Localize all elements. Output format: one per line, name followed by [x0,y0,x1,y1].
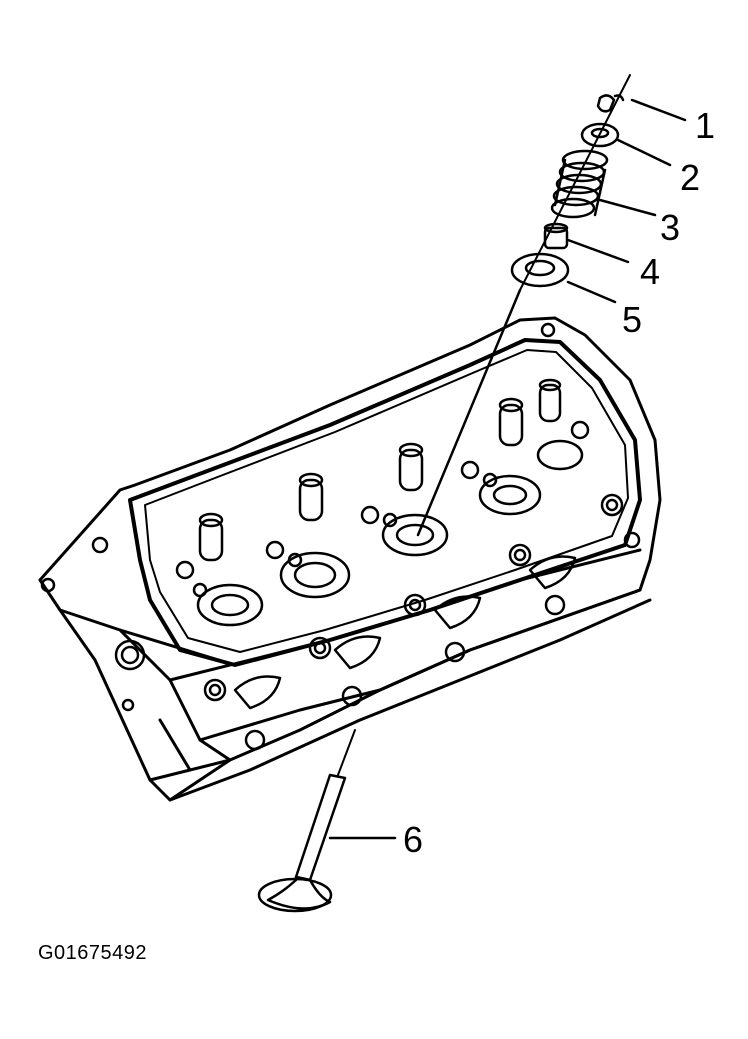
callout-3: 3 [660,207,680,248]
intake-ports [233,555,577,710]
valve-seats [196,439,584,627]
valve-spring [550,149,609,219]
valve [257,729,356,913]
rocker-bosses [175,378,590,598]
leader-lines [328,98,687,840]
valve-stem-axis-upper [416,288,522,537]
callout-1: 1 [695,105,715,146]
valve-keys [596,94,625,113]
figure-id: G01675492 [38,942,148,964]
callout-5: 5 [622,299,642,340]
bolt-holes [40,322,641,751]
cylinder-head [38,316,662,802]
valve-spring-cap [580,122,620,148]
callout-2: 2 [680,157,700,198]
callout-4: 4 [640,251,660,292]
valve-stem-oil-seal [543,222,569,250]
valve-spring-shim [510,252,570,288]
callout-6: 6 [403,819,423,860]
